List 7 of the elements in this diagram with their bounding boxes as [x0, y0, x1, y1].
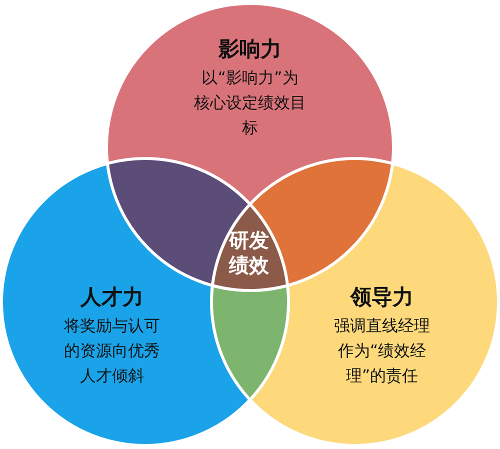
center-label: 研发绩效 — [226, 228, 272, 278]
circle-description: 将奖励与认可的资源向优秀人才倾斜 — [63, 315, 161, 387]
circle-description: 以“影响力”为核心设定绩效目标 — [194, 67, 306, 139]
circle-description: 强调直线经理作为“绩效经理”的责任 — [333, 315, 431, 387]
circle-title: 影响力 — [217, 36, 282, 63]
circle-title: 人才力 — [79, 284, 144, 311]
circle-title: 领导力 — [348, 284, 414, 311]
